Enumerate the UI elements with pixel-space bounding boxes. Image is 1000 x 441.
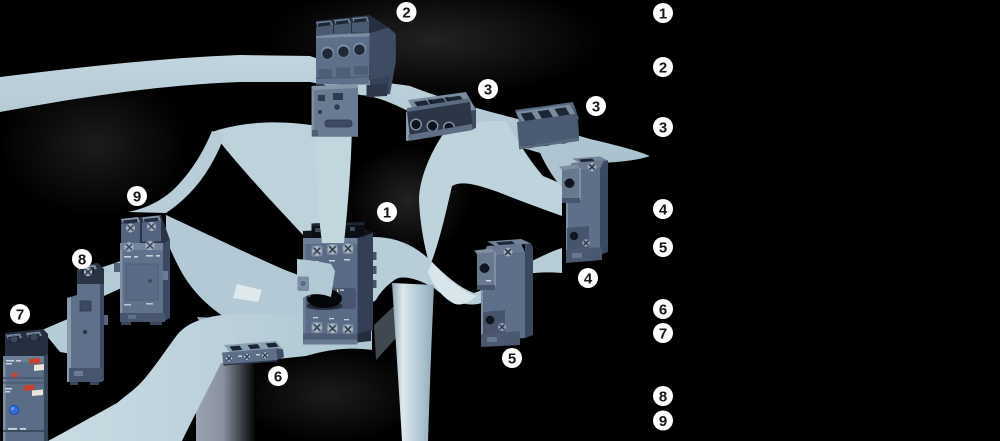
svg-text:3: 3 — [659, 119, 667, 136]
svg-text:8: 8 — [659, 388, 667, 405]
svg-text:5: 5 — [508, 350, 516, 367]
svg-text:3: 3 — [484, 81, 492, 98]
svg-text:4: 4 — [584, 270, 593, 287]
svg-text:8: 8 — [78, 251, 86, 268]
svg-text:2: 2 — [402, 4, 410, 21]
svg-text:6: 6 — [659, 301, 667, 318]
svg-text:1: 1 — [659, 5, 667, 22]
svg-text:4: 4 — [659, 201, 668, 218]
svg-text:1: 1 — [383, 204, 391, 221]
svg-text:2: 2 — [659, 59, 667, 76]
svg-text:7: 7 — [16, 306, 24, 323]
svg-text:7: 7 — [659, 325, 667, 342]
svg-text:9: 9 — [659, 413, 667, 430]
svg-text:3: 3 — [592, 98, 600, 115]
svg-text:6: 6 — [274, 368, 282, 385]
svg-text:5: 5 — [659, 239, 667, 256]
svg-text:9: 9 — [133, 188, 141, 205]
